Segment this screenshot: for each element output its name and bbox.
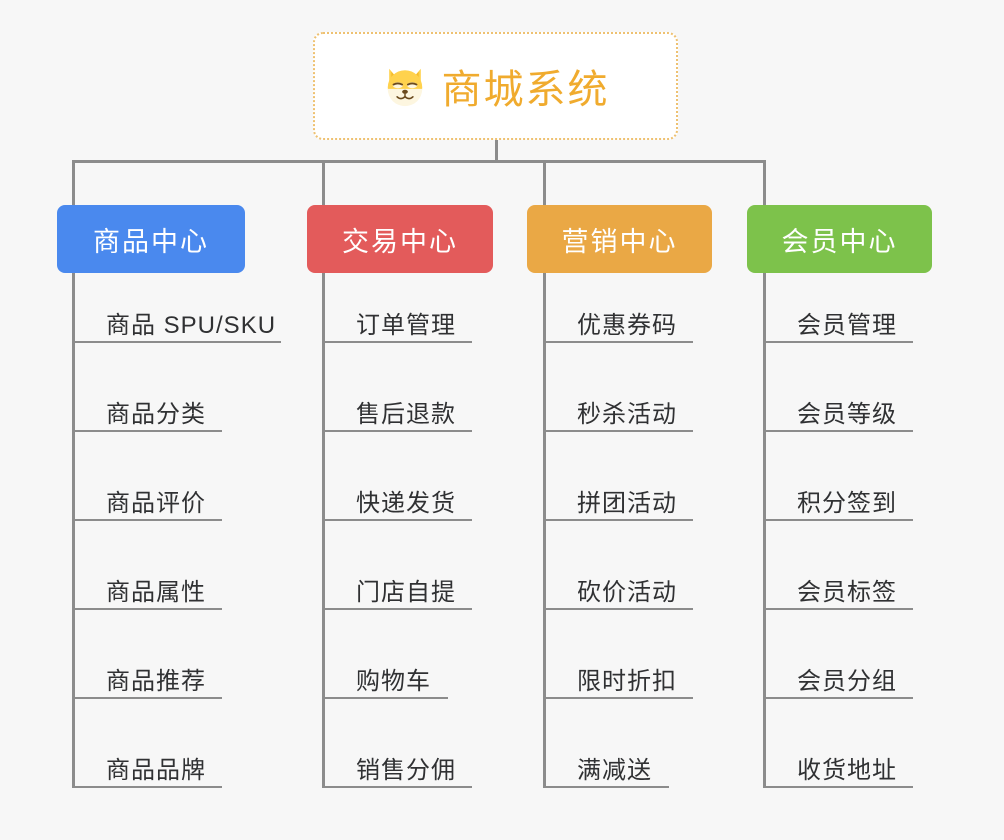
category-header-trade-center[interactable]: 交易中心 [307,205,493,273]
leaf-item-label: 商品 SPU/SKU [106,311,277,339]
leaf-item-label: 拼团活动 [577,489,677,517]
leaf-item-label: 秒杀活动 [577,400,677,428]
leaf-item[interactable]: 购物车 [322,629,448,699]
root-node[interactable]: 商城系统 [313,32,678,140]
leaf-item-label: 优惠券码 [577,311,677,339]
leaf-item-label: 限时折扣 [577,667,677,695]
leaf-item[interactable]: 门店自提 [322,540,472,610]
leaf-item[interactable]: 会员管理 [763,273,913,343]
leaf-item[interactable]: 订单管理 [322,273,472,343]
branch-drop-line-member-center [763,160,766,205]
branch-drop-line-product-center [72,160,75,205]
category-header-label: 交易中心 [342,226,458,257]
leaf-item[interactable]: 秒杀活动 [543,362,693,432]
leaf-item-label: 砍价活动 [577,578,677,606]
category-header-product-center[interactable]: 商品中心 [57,205,245,273]
leaf-item[interactable]: 积分签到 [763,451,913,521]
category-header-label: 营销中心 [561,226,678,257]
leaf-item[interactable]: 限时折扣 [543,629,693,699]
leaf-item-label: 门店自提 [356,578,456,606]
leaf-spine-line [322,273,325,788]
leaf-item-label: 满减送 [577,756,652,784]
leaf-item[interactable]: 售后退款 [322,362,472,432]
leaf-item[interactable]: 砍价活动 [543,540,693,610]
leaf-item-label: 商品推荐 [106,667,206,695]
leaf-item-label: 会员管理 [797,311,897,339]
leaf-item-label: 会员等级 [797,400,897,428]
leaf-item[interactable]: 快递发货 [322,451,472,521]
branch-drop-line-trade-center [322,160,325,205]
category-header-member-center[interactable]: 会员中心 [747,205,932,273]
category-header-label: 会员中心 [781,226,898,257]
root-trunk-line [495,140,498,160]
leaf-item-label: 商品品牌 [106,756,206,784]
leaf-item-label: 商品属性 [106,578,206,606]
leaf-item[interactable]: 满减送 [543,718,669,788]
leaf-item[interactable]: 商品推荐 [72,629,222,699]
leaf-item-label: 商品分类 [106,400,206,428]
leaf-item-label: 快递发货 [356,489,456,517]
leaf-item[interactable]: 商品评价 [72,451,222,521]
branch-bus-line [72,160,766,163]
category-header-marketing-center[interactable]: 营销中心 [527,205,712,273]
leaf-item[interactable]: 会员标签 [763,540,913,610]
leaf-item[interactable]: 商品属性 [72,540,222,610]
leaf-spine-line [763,273,766,788]
leaf-item-label: 商品评价 [106,489,206,517]
leaf-item-label: 售后退款 [356,400,456,428]
leaf-item-label: 订单管理 [356,311,456,339]
leaf-spine-line [543,273,546,788]
leaf-item[interactable]: 商品品牌 [72,718,222,788]
leaf-item-label: 购物车 [356,667,431,695]
leaf-item[interactable]: 销售分佣 [322,718,472,788]
leaf-item-label: 销售分佣 [356,756,456,784]
leaf-item[interactable]: 商品分类 [72,362,222,432]
leaf-item-label: 积分签到 [797,489,897,517]
branch-drop-line-marketing-center [543,160,546,205]
category-header-label: 商品中心 [93,226,209,257]
dog-face-icon [382,63,428,109]
leaf-item-label: 收货地址 [797,756,897,784]
leaf-spine-line [72,273,75,788]
leaf-item[interactable]: 商品 SPU/SKU [72,273,281,343]
root-title: 商城系统 [441,68,610,112]
leaf-item-label: 会员标签 [797,578,897,606]
leaf-item[interactable]: 收货地址 [763,718,913,788]
leaf-item[interactable]: 拼团活动 [543,451,693,521]
leaf-item[interactable]: 会员等级 [763,362,913,432]
leaf-item-label: 会员分组 [797,667,897,695]
leaf-item[interactable]: 优惠券码 [543,273,693,343]
leaf-item[interactable]: 会员分组 [763,629,913,699]
